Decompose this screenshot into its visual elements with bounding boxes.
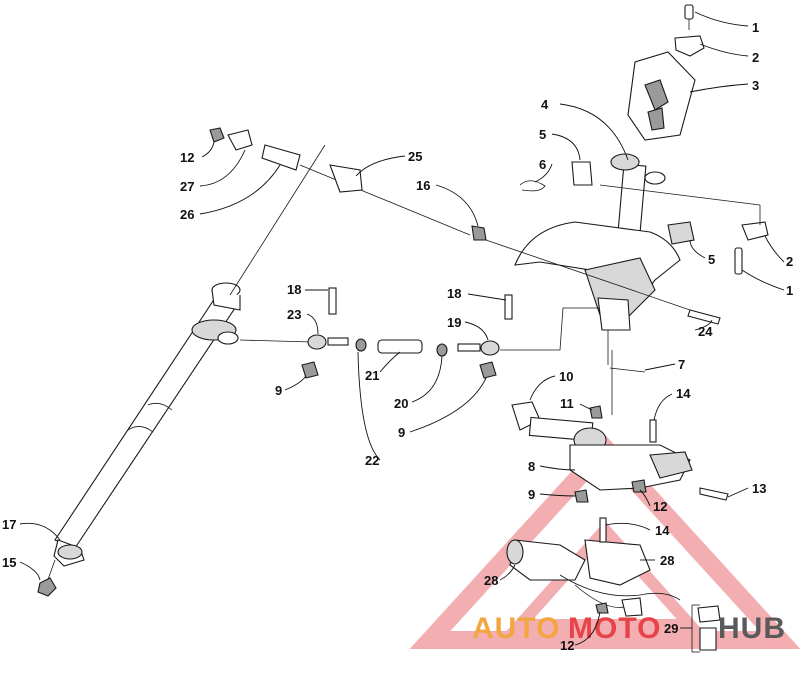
callout-1: 1 [786,283,793,298]
callout-25: 25 [408,149,422,164]
callout-9: 9 [398,425,405,440]
steering-shaft [37,282,241,597]
callout-20: 20 [394,396,408,411]
upper-tie-rod [209,127,691,311]
callout-12: 12 [560,638,574,653]
callout-14: 14 [676,386,691,401]
callout-5: 5 [708,252,715,267]
callout-11: 11 [560,396,574,411]
callout-10: 10 [559,369,573,384]
watermark-auto: AUTO [472,612,560,645]
watermark-hub: HUB [718,612,786,645]
callout-16: 16 [416,178,430,193]
steering-post-assembly [514,4,769,365]
callout-18: 18 [287,282,301,297]
callout-9: 9 [275,383,282,398]
callout-17: 17 [2,517,16,532]
callout-5: 5 [539,127,546,142]
callout-7: 7 [678,357,685,372]
callout-13: 13 [752,481,766,496]
callout-19: 19 [447,315,461,330]
watermark-moto: MOTO [568,612,661,645]
callout-2: 2 [752,50,759,65]
callout-23: 23 [287,307,301,322]
callout-29: 29 [664,621,678,636]
callout-9: 9 [528,487,535,502]
callout-18: 18 [447,286,461,301]
callout-12: 12 [653,499,667,514]
callout-1: 1 [752,20,759,35]
callout-4: 4 [541,97,549,112]
callout-27: 27 [180,179,194,194]
callout-28: 28 [660,553,674,568]
motor-assembly [506,517,721,653]
callout-21: 21 [365,368,379,383]
steering-arm-assembly [511,350,729,503]
callout-14: 14 [655,523,670,538]
callout-22: 22 [365,453,379,468]
callout-28: 28 [484,573,498,588]
callout-12: 12 [180,150,194,165]
callout-labels: 1 2 3 4 5 6 25 12 27 16 26 5 2 1 18 18 2… [2,20,793,653]
callout-2: 2 [786,254,793,269]
lower-tie-rod [239,287,600,379]
leader-lines [19,11,785,646]
callout-15: 15 [2,555,16,570]
callout-8: 8 [528,459,535,474]
callout-3: 3 [752,78,759,93]
callout-26: 26 [180,207,194,222]
watermark-text: AUTO MOTO HUB [472,612,786,645]
callout-6: 6 [539,157,546,172]
callout-24: 24 [698,324,713,339]
